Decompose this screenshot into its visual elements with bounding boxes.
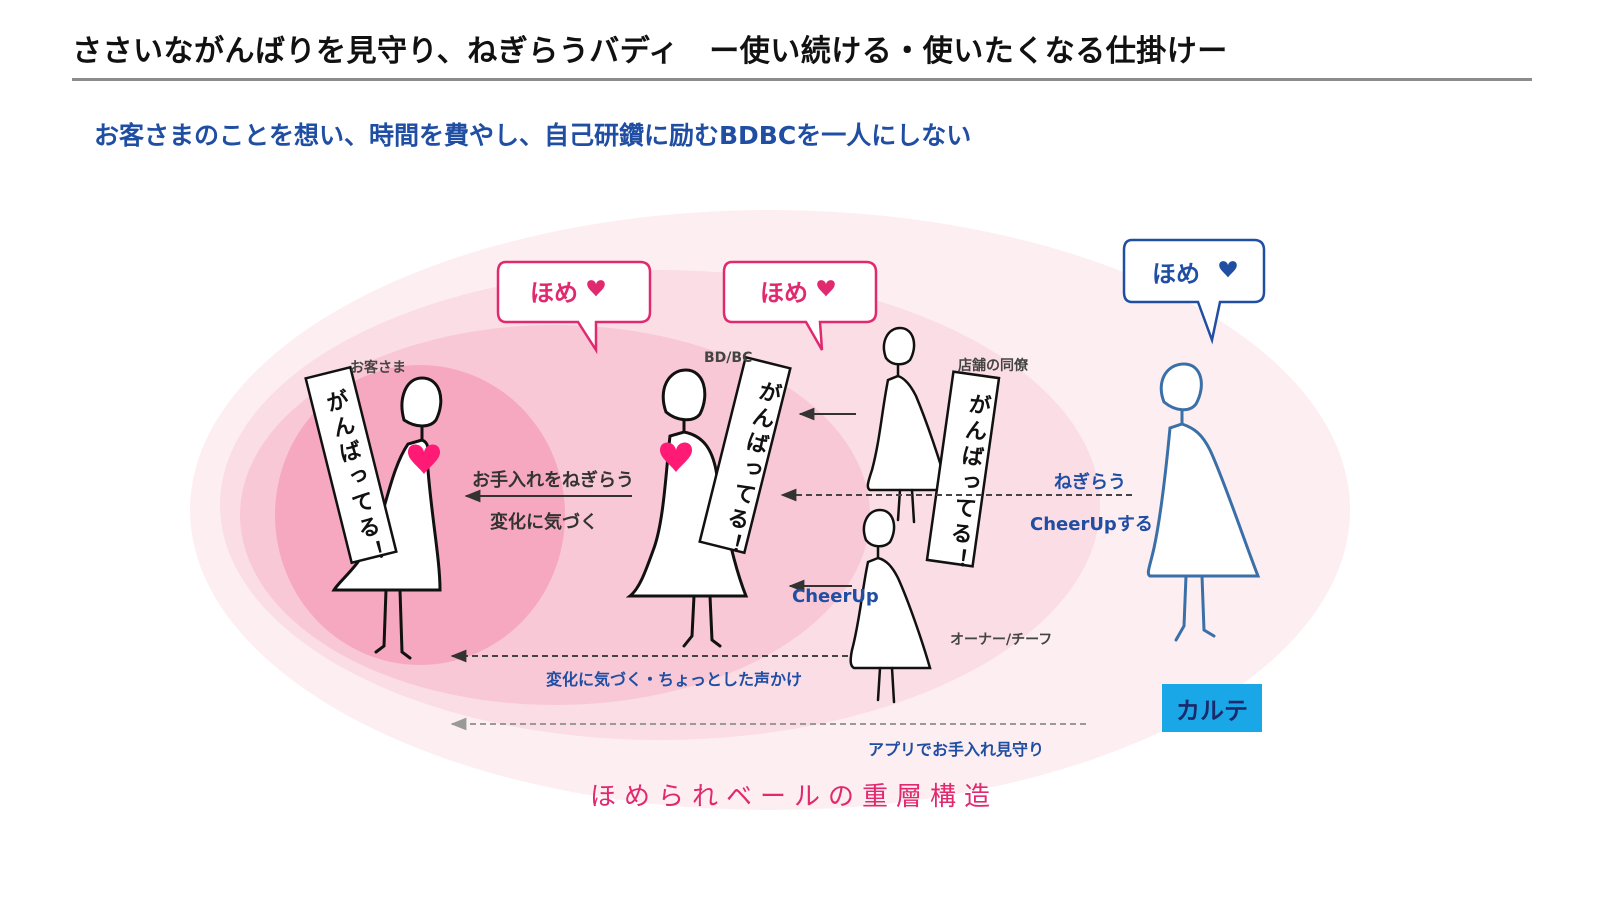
bubble-left-text: ほめ (530, 279, 578, 307)
page-title: ささいながんばりを見守り、ねぎらうバディ ー使い続ける・使いたくなる仕掛けー (72, 34, 1228, 69)
label-customer: お客さま (350, 360, 406, 376)
label-colleague: 店舗の同僚 (958, 358, 1028, 374)
speech-bubble-middle (722, 260, 878, 351)
figure-karte (1146, 362, 1261, 642)
label-negirau: ねぎらう (1054, 472, 1126, 493)
figure-bdbc (625, 368, 749, 648)
label-notice-voice: 変化に気づく・ちょっとした声かけ (546, 670, 803, 689)
bubble-middle-text: ほめ (760, 279, 808, 307)
label-owner: オーナー/チーフ (950, 632, 1053, 648)
label-bdbc: BD/BC (704, 350, 753, 366)
title-divider (72, 78, 1532, 81)
banner-customer (304, 365, 398, 565)
label-app-watch: アプリでお手入れ見守り (868, 740, 1045, 759)
label-notice-change: 変化に気づく (490, 512, 598, 533)
banner-colleague (925, 370, 1001, 568)
label-care-praise: お手入れをねぎらう (472, 470, 634, 491)
label-cheerup: CheerUp (792, 586, 879, 607)
figure-owner (849, 508, 932, 704)
page-subtitle: お客さまのことを想い、時間を費やし、自己研鑽に励むBDBCを一人にしない (94, 121, 972, 150)
banner-bdbc (698, 355, 792, 555)
bubble-right-text: ほめ (1152, 260, 1200, 288)
figure-colleague (866, 326, 950, 524)
speech-bubble-left (496, 260, 652, 355)
veil-caption: ほめられベールの重層構造 (590, 782, 999, 812)
karte-badge: カルテ (1162, 684, 1262, 732)
label-cheerup-suru: CheerUpする (1030, 514, 1153, 535)
